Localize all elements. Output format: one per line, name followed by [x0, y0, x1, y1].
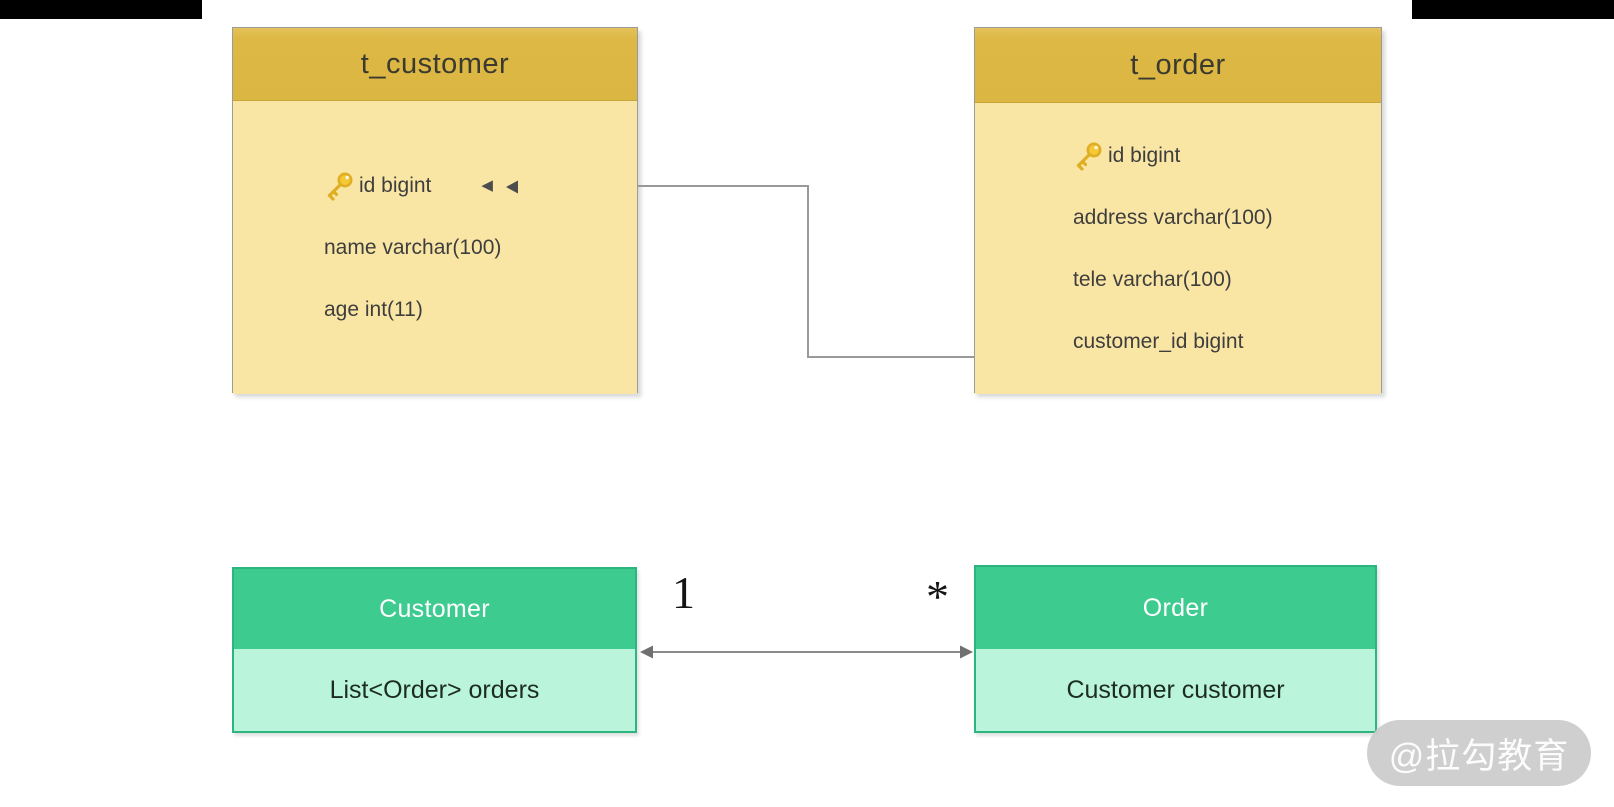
field-row-customer-id: customer_id bigint [1073, 312, 1381, 372]
field-row-tele: tele varchar(100) [1073, 250, 1381, 310]
class-box-customer: Customer List<Order> orders [232, 567, 637, 733]
er-table-fields: id bigint ◀ name varchar(100) age int(11… [233, 101, 637, 394]
class-box-order: Order Customer customer [974, 565, 1377, 733]
class-attribute: Customer customer [976, 649, 1375, 731]
field-text: customer_id bigint [1073, 329, 1244, 353]
er-table-fields: id bigint address varchar(100) tele varc… [975, 103, 1381, 394]
relation-marker-icon: ◀ [481, 177, 493, 194]
field-text: name varchar(100) [324, 235, 502, 259]
field-text: id bigint [1108, 143, 1181, 167]
field-text: age int(11) [324, 297, 423, 321]
class-title: Order [976, 567, 1375, 649]
multiplicity-one-label: 1 [672, 567, 695, 618]
er-table-title: t_order [975, 28, 1381, 103]
primary-key-icon [1073, 140, 1107, 172]
er-table-t-order: t_order id bigint add [974, 27, 1382, 394]
top-right-black-bar [1412, 0, 1614, 19]
field-text: id bigint [359, 173, 432, 197]
association-arrowhead-left-icon [640, 645, 653, 659]
field-row-id: id bigint [1073, 126, 1381, 186]
field-text: address varchar(100) [1073, 205, 1273, 229]
er-table-title: t_customer [233, 28, 637, 101]
er-table-t-customer: t_customer id bigint ◀ [232, 27, 638, 394]
primary-key-icon [324, 170, 358, 202]
multiplicity-many-label: * [926, 571, 949, 622]
field-text: tele varchar(100) [1073, 267, 1232, 291]
field-row-address: address varchar(100) [1073, 188, 1381, 248]
field-row-name: name varchar(100) [324, 217, 637, 279]
class-attribute: List<Order> orders [234, 649, 635, 731]
association-arrowhead-right-icon [960, 645, 973, 659]
watermark-text: @拉勾教育 [1388, 736, 1570, 776]
watermark-badge: @拉勾教育 [1367, 720, 1591, 786]
er-connector-line [638, 185, 974, 358]
top-left-black-bar [0, 0, 202, 19]
class-title: Customer [234, 569, 635, 649]
field-row-age: age int(11) [324, 279, 637, 341]
field-row-id: id bigint ◀ [324, 155, 637, 217]
